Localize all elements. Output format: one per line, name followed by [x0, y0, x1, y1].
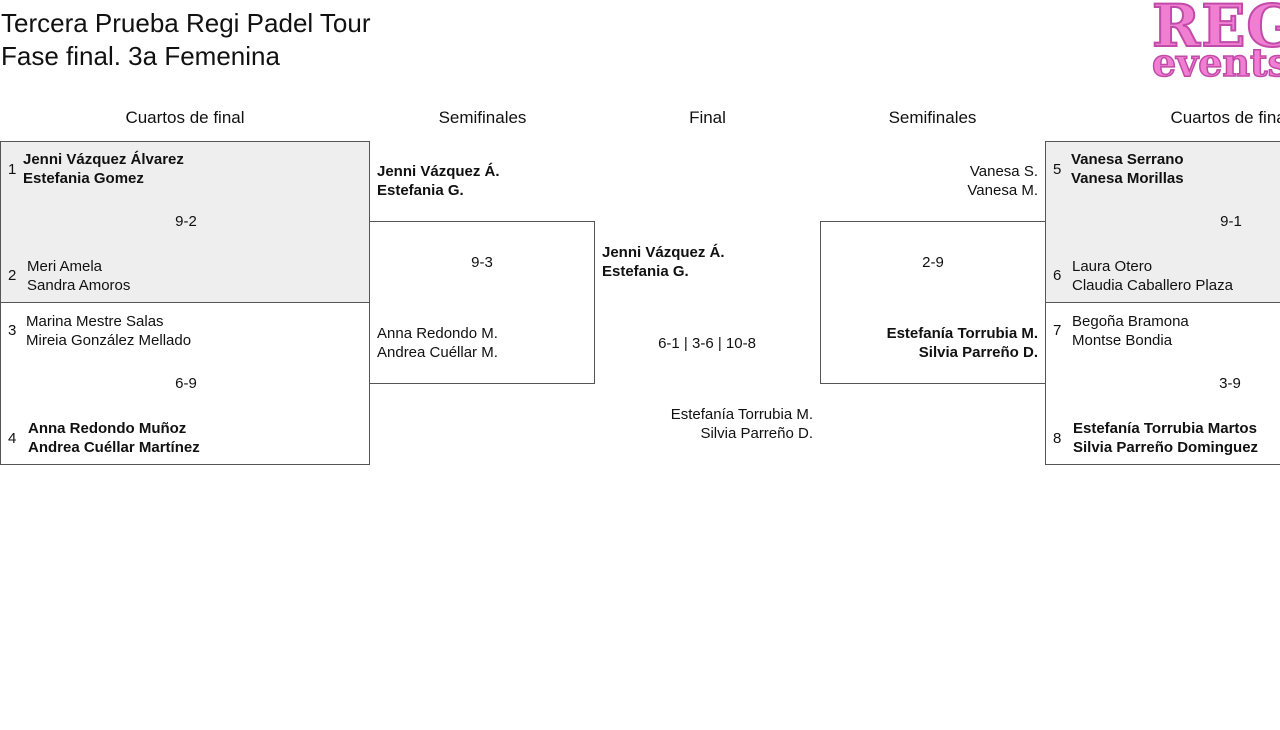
- team-name: Marina Mestre Salas Mireia González Mell…: [26, 312, 191, 350]
- round-header-right-sf: Semifinales: [888, 108, 977, 127]
- team-name: Vanesa Serrano Vanesa Morillas: [1071, 150, 1184, 188]
- player-name: Estefanía Torrubia M.: [670, 406, 813, 423]
- match-qf-right-1: 5 Vanesa Serrano Vanesa Morillas 9-1 6 L…: [1045, 141, 1280, 303]
- player-name: Silvia Parreño D.: [700, 425, 813, 442]
- player-name: Mireia González Mellado: [26, 332, 192, 349]
- player-name: Vanesa Serrano: [1071, 151, 1184, 168]
- match-qf-left-2: 3 Marina Mestre Salas Mireia González Me…: [0, 302, 370, 465]
- player-name: Claudia Caballero Plaza: [1072, 277, 1233, 294]
- team-name: Estefanía Torrubia Martos Silvia Parreño…: [1073, 419, 1258, 457]
- player-name: Andrea Cuéllar M.: [377, 344, 498, 361]
- player-name: Jenni Vázquez Á.: [602, 244, 725, 261]
- player-name: Silvia Parreño Dominguez: [1073, 439, 1259, 456]
- seed-number: 8: [1053, 430, 1062, 447]
- seed-number: 3: [8, 322, 17, 339]
- player-name: Jenni Vázquez Álvarez: [23, 151, 184, 168]
- team-name: Begoña Bramona Montse Bondia: [1072, 312, 1189, 350]
- seed-number: 4: [8, 430, 17, 447]
- round-header-left-sf: Semifinales: [438, 108, 527, 127]
- player-name: Vanesa M.: [967, 182, 1038, 199]
- seed-number: 2: [8, 267, 17, 284]
- seed-number: 5: [1053, 161, 1062, 178]
- player-name: Sandra Amoros: [27, 277, 131, 294]
- page-subtitle: Fase final. 3a Femenina: [1, 41, 280, 71]
- match-sf-right: 2-9 Estefanía Torrubia M. Silvia Parreño…: [820, 221, 1046, 384]
- player-name: Estefania Gomez: [23, 170, 144, 187]
- page-title: Tercera Prueba Regi Padel Tour: [1, 8, 371, 38]
- player-name: Andrea Cuéllar Martínez: [28, 439, 200, 456]
- final-score: 6-1 | 3-6 | 10-8: [658, 335, 756, 352]
- match-score: 9-3: [471, 254, 493, 271]
- final-team-a: Jenni Vázquez Á. Estefania G.: [602, 243, 725, 281]
- match-score: 6-9: [175, 375, 197, 392]
- player-name: Meri Amela: [27, 258, 103, 275]
- player-name: Anna Redondo Muñoz: [28, 420, 187, 437]
- team-name: Laura Otero Claudia Caballero Plaza: [1072, 257, 1233, 295]
- player-name: Montse Bondia: [1072, 332, 1173, 349]
- player-name: Silvia Parreño D.: [918, 344, 1038, 361]
- match-qf-left-1: 1 Jenni Vázquez Álvarez Estefania Gomez …: [0, 141, 370, 303]
- match-qf-right-2: 7 Begoña Bramona Montse Bondia 3-9 8 Est…: [1045, 302, 1280, 465]
- player-name: Estefania G.: [377, 182, 464, 199]
- match-score: 9-2: [175, 213, 197, 230]
- round-header-right-qf: Cuartos de final: [1170, 108, 1280, 127]
- sf-left-team-b: Anna Redondo M. Andrea Cuéllar M.: [377, 324, 498, 362]
- final-team-b: Estefanía Torrubia M. Silvia Parreño D.: [671, 405, 813, 443]
- player-name: Vanesa S.: [969, 163, 1038, 180]
- seed-number: 1: [8, 161, 17, 178]
- match-score: 2-9: [922, 254, 944, 271]
- sf-left-team-a: Jenni Vázquez Á. Estefania G.: [377, 162, 500, 200]
- player-name: Vanesa Morillas: [1071, 170, 1184, 187]
- regi-events-logo: REGI events: [1151, 0, 1280, 84]
- player-name: Laura Otero: [1072, 258, 1153, 275]
- sf-right-team-b: Estefanía Torrubia M. Silvia Parreño D.: [887, 324, 1038, 362]
- match-score: 9-1: [1220, 213, 1242, 230]
- sf-right-team-a: Vanesa S. Vanesa M.: [967, 162, 1038, 200]
- team-name: Jenni Vázquez Álvarez Estefania Gomez: [23, 150, 184, 188]
- team-name: Meri Amela Sandra Amoros: [27, 257, 130, 295]
- round-header-final: Final: [689, 108, 726, 127]
- player-name: Jenni Vázquez Á.: [377, 163, 500, 180]
- team-name: Anna Redondo Muñoz Andrea Cuéllar Martín…: [28, 419, 200, 457]
- round-header-left-qf: Cuartos de final: [125, 108, 245, 127]
- match-score: 3-9: [1219, 375, 1241, 392]
- player-name: Estefanía Torrubia M.: [886, 325, 1038, 342]
- seed-number: 6: [1053, 267, 1062, 284]
- match-sf-left: 9-3 Anna Redondo M. Andrea Cuéllar M.: [369, 221, 595, 384]
- player-name: Begoña Bramona: [1072, 313, 1189, 330]
- player-name: Estefanía Torrubia Martos: [1073, 420, 1257, 437]
- seed-number: 7: [1053, 322, 1062, 339]
- player-name: Anna Redondo M.: [377, 325, 498, 342]
- player-name: Estefania G.: [602, 263, 689, 280]
- player-name: Marina Mestre Salas: [26, 313, 164, 330]
